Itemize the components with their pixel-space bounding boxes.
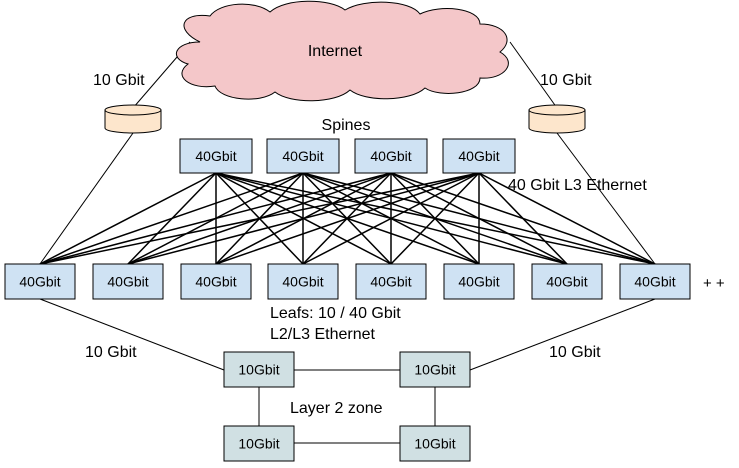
leaf-switch-7-rect — [531, 263, 603, 300]
spine-switch-3: 40Gbit — [354, 138, 428, 174]
layer2-switch-4-rect — [399, 425, 471, 462]
router-right-top — [528, 104, 586, 116]
internet-label: Internet — [308, 43, 363, 60]
spine-switch-2-label: 40Gbit — [282, 148, 323, 164]
leaf-switch-7: 40Gbit — [531, 263, 603, 300]
fabric-link-s4-l5 — [390, 172, 480, 265]
uplink-left-label: 10 Gbit — [93, 72, 145, 89]
router-right — [528, 104, 586, 134]
leafs-caption-line2: L2/L3 Ethernet — [270, 326, 376, 343]
downlink-right-label: 10 Gbit — [549, 344, 601, 361]
uplink-line-right-top — [509, 41, 558, 109]
connection-lines — [39, 41, 656, 444]
router-left — [104, 104, 162, 134]
layer2-switch-4-label: 10Gbit — [414, 436, 455, 452]
leaf-switch-1-label: 40Gbit — [19, 274, 60, 290]
spine-switch-2: 40Gbit — [266, 138, 340, 174]
leaf-switch-2-label: 40Gbit — [107, 274, 148, 290]
uplink-right-label: 10 Gbit — [540, 72, 592, 89]
fabric-label: 40 Gbit L3 Ethernet — [508, 177, 647, 194]
fabric-link-s1-l1 — [39, 172, 217, 265]
fabric-link-s4-l1 — [39, 172, 480, 265]
spine-switch-3-rect — [354, 138, 428, 174]
switch-boxes: 40Gbit 40Gbit 40Gbit 40Gbit 40Gbit 40Gbit 40Gb… — [4, 138, 691, 462]
leaf-switch-8: 40Gbit — [619, 263, 691, 300]
layer2-switch-1-label: 10Gbit — [238, 362, 279, 378]
spine-switch-4-rect — [442, 138, 516, 174]
fabric-link-s4-l4 — [302, 172, 480, 265]
leaf-switch-8-label: 40Gbit — [634, 274, 675, 290]
downlink-left-label: 10 Gbit — [85, 344, 137, 361]
leaf-switch-2: 40Gbit — [92, 263, 164, 300]
leaf-switch-6: 40Gbit — [443, 263, 515, 300]
leaf-switch-5-rect — [355, 263, 427, 300]
fabric-link-s4-l8 — [478, 172, 656, 265]
leaf-switch-5-label: 40Gbit — [370, 274, 411, 290]
leaf-switch-3: 40Gbit — [180, 263, 252, 300]
layer2-zone-label: Layer 2 zone — [290, 400, 383, 417]
uplink-line-right-bottom — [556, 132, 656, 265]
router-left-top — [104, 104, 162, 116]
spine-switch-4: 40Gbit — [442, 138, 516, 174]
fabric-link-s2-l1 — [39, 172, 304, 265]
internet-cloud: Internet — [175, 0, 509, 102]
layer2-switch-1-rect — [223, 351, 295, 388]
downlink-line-left — [39, 298, 225, 371]
spine-switch-4-label: 40Gbit — [458, 148, 499, 164]
spine-switch-1: 40Gbit — [179, 138, 253, 174]
leaf-switch-3-label: 40Gbit — [195, 274, 236, 290]
leaf-switch-4-rect — [267, 263, 339, 300]
layer2-switch-2: 10Gbit — [399, 351, 471, 388]
fabric-link-s4-l7 — [478, 172, 568, 265]
spine-switch-1-label: 40Gbit — [195, 148, 236, 164]
spines-label: Spines — [322, 117, 371, 134]
leaf-switch-7-label: 40Gbit — [546, 274, 587, 290]
layer2-switch-2-rect — [399, 351, 471, 388]
layer2-switch-3-label: 10Gbit — [238, 436, 279, 452]
leaf-switch-2-rect — [92, 263, 164, 300]
router-left-body — [104, 109, 162, 134]
spine-switch-1-rect — [179, 138, 253, 174]
leaf-switch-8-rect — [619, 263, 691, 300]
leaf-switch-6-label: 40Gbit — [458, 274, 499, 290]
leaf-switch-6-rect — [443, 263, 515, 300]
layer2-switch-2-label: 10Gbit — [414, 362, 455, 378]
fabric-link-s4-l2 — [127, 172, 480, 265]
cloud-shape — [175, 0, 509, 102]
spine-switch-2-rect — [266, 138, 340, 174]
fabric-link-s4-l3 — [215, 172, 480, 265]
router-right-body — [528, 109, 586, 134]
layer2-switch-3: 10Gbit — [223, 425, 295, 462]
downlink-line-right — [469, 298, 656, 371]
leaf-switch-4-label: 40Gbit — [282, 274, 323, 290]
leaf-switch-4: 40Gbit — [267, 263, 339, 300]
leaf-switch-5: 40Gbit — [355, 263, 427, 300]
leafs-caption-line1: Leafs: 10 / 40 Gbit — [270, 305, 401, 322]
leaf-switch-1: 40Gbit — [4, 263, 76, 300]
uplink-line-left-bottom — [39, 132, 134, 265]
spine-switch-3-label: 40Gbit — [370, 148, 411, 164]
layer2-switch-4: 10Gbit — [399, 425, 471, 462]
leaf-switch-1-rect — [4, 263, 76, 300]
fabric-link-s3-l1 — [39, 172, 392, 265]
layer2-switch-3-rect — [223, 425, 295, 462]
leaf-switch-3-rect — [180, 263, 252, 300]
layer2-switch-1: 10Gbit — [223, 351, 295, 388]
leafs-more-label: + + — [703, 275, 725, 292]
